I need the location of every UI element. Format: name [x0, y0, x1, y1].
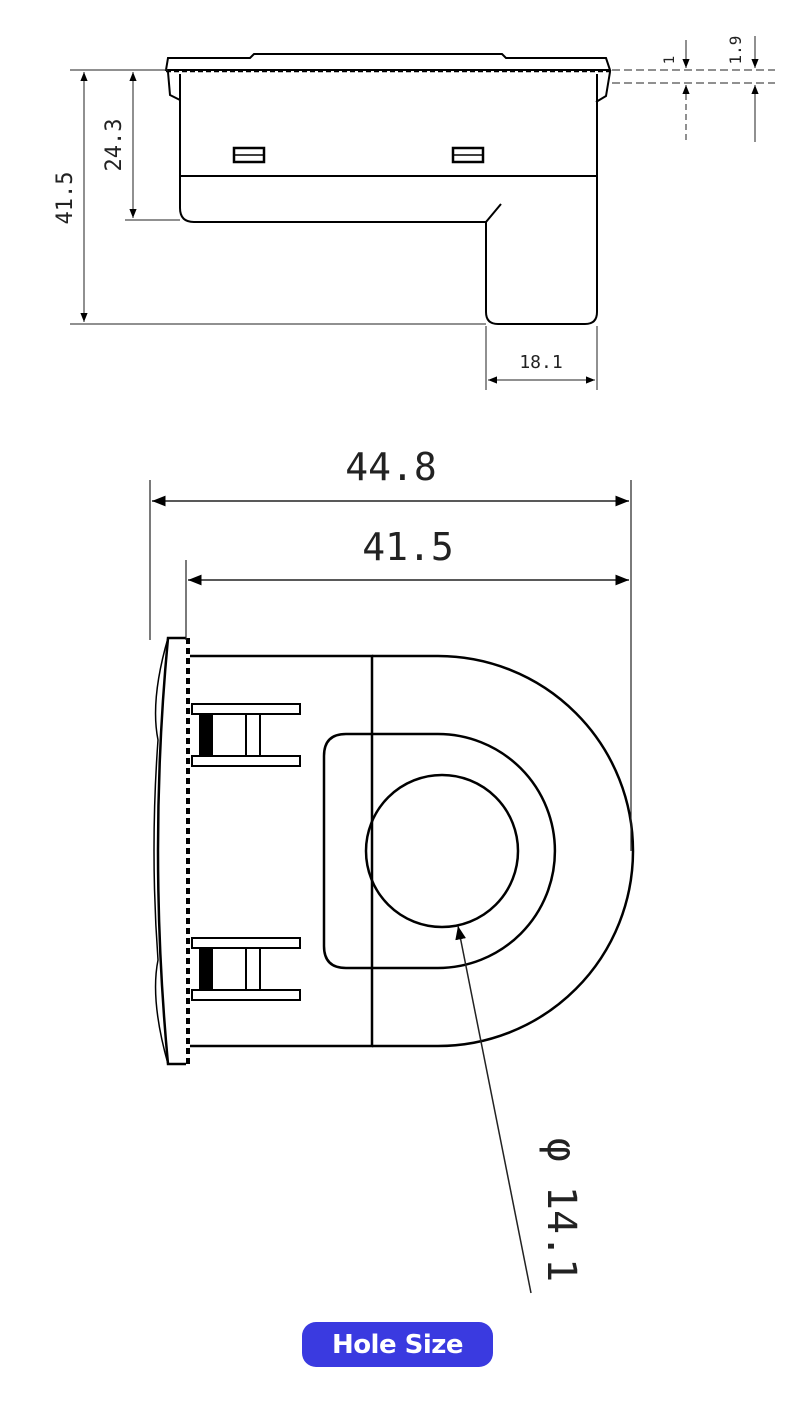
front-view: [153, 636, 635, 1066]
dim-foot-width-label: 18.1: [519, 352, 562, 373]
front-housing: [190, 654, 374, 1048]
front-bezel: [156, 636, 186, 1066]
side-view: [164, 53, 612, 325]
dim-total-height-label: 41.5: [53, 172, 78, 225]
front-pocket: [322, 732, 557, 970]
leader-hole: [455, 925, 532, 1294]
hole-size-badge: Hole Size: [302, 1322, 493, 1367]
front-clip-top: [191, 703, 301, 767]
dim-flange-label: 1: [662, 56, 678, 64]
dim-hole-diameter-label: φ 14.1: [538, 1138, 584, 1283]
dim-body-height-label: 24.3: [102, 119, 127, 172]
front-d-shell: [372, 654, 635, 1048]
side-flange: [164, 53, 612, 71]
side-view-dimensions: [70, 36, 775, 390]
side-rib-right: [595, 71, 611, 103]
front-clip-bottom: [191, 937, 301, 1001]
dim-outer-width-label: 44.8: [345, 445, 437, 489]
dim-lip-label: 1.9: [726, 36, 745, 65]
front-view-dimensions: [149, 480, 632, 1294]
dim-inner-width-label: 41.5: [362, 525, 454, 569]
side-body: [179, 74, 598, 325]
side-rib-left: [167, 71, 181, 101]
front-hole: [364, 773, 520, 929]
